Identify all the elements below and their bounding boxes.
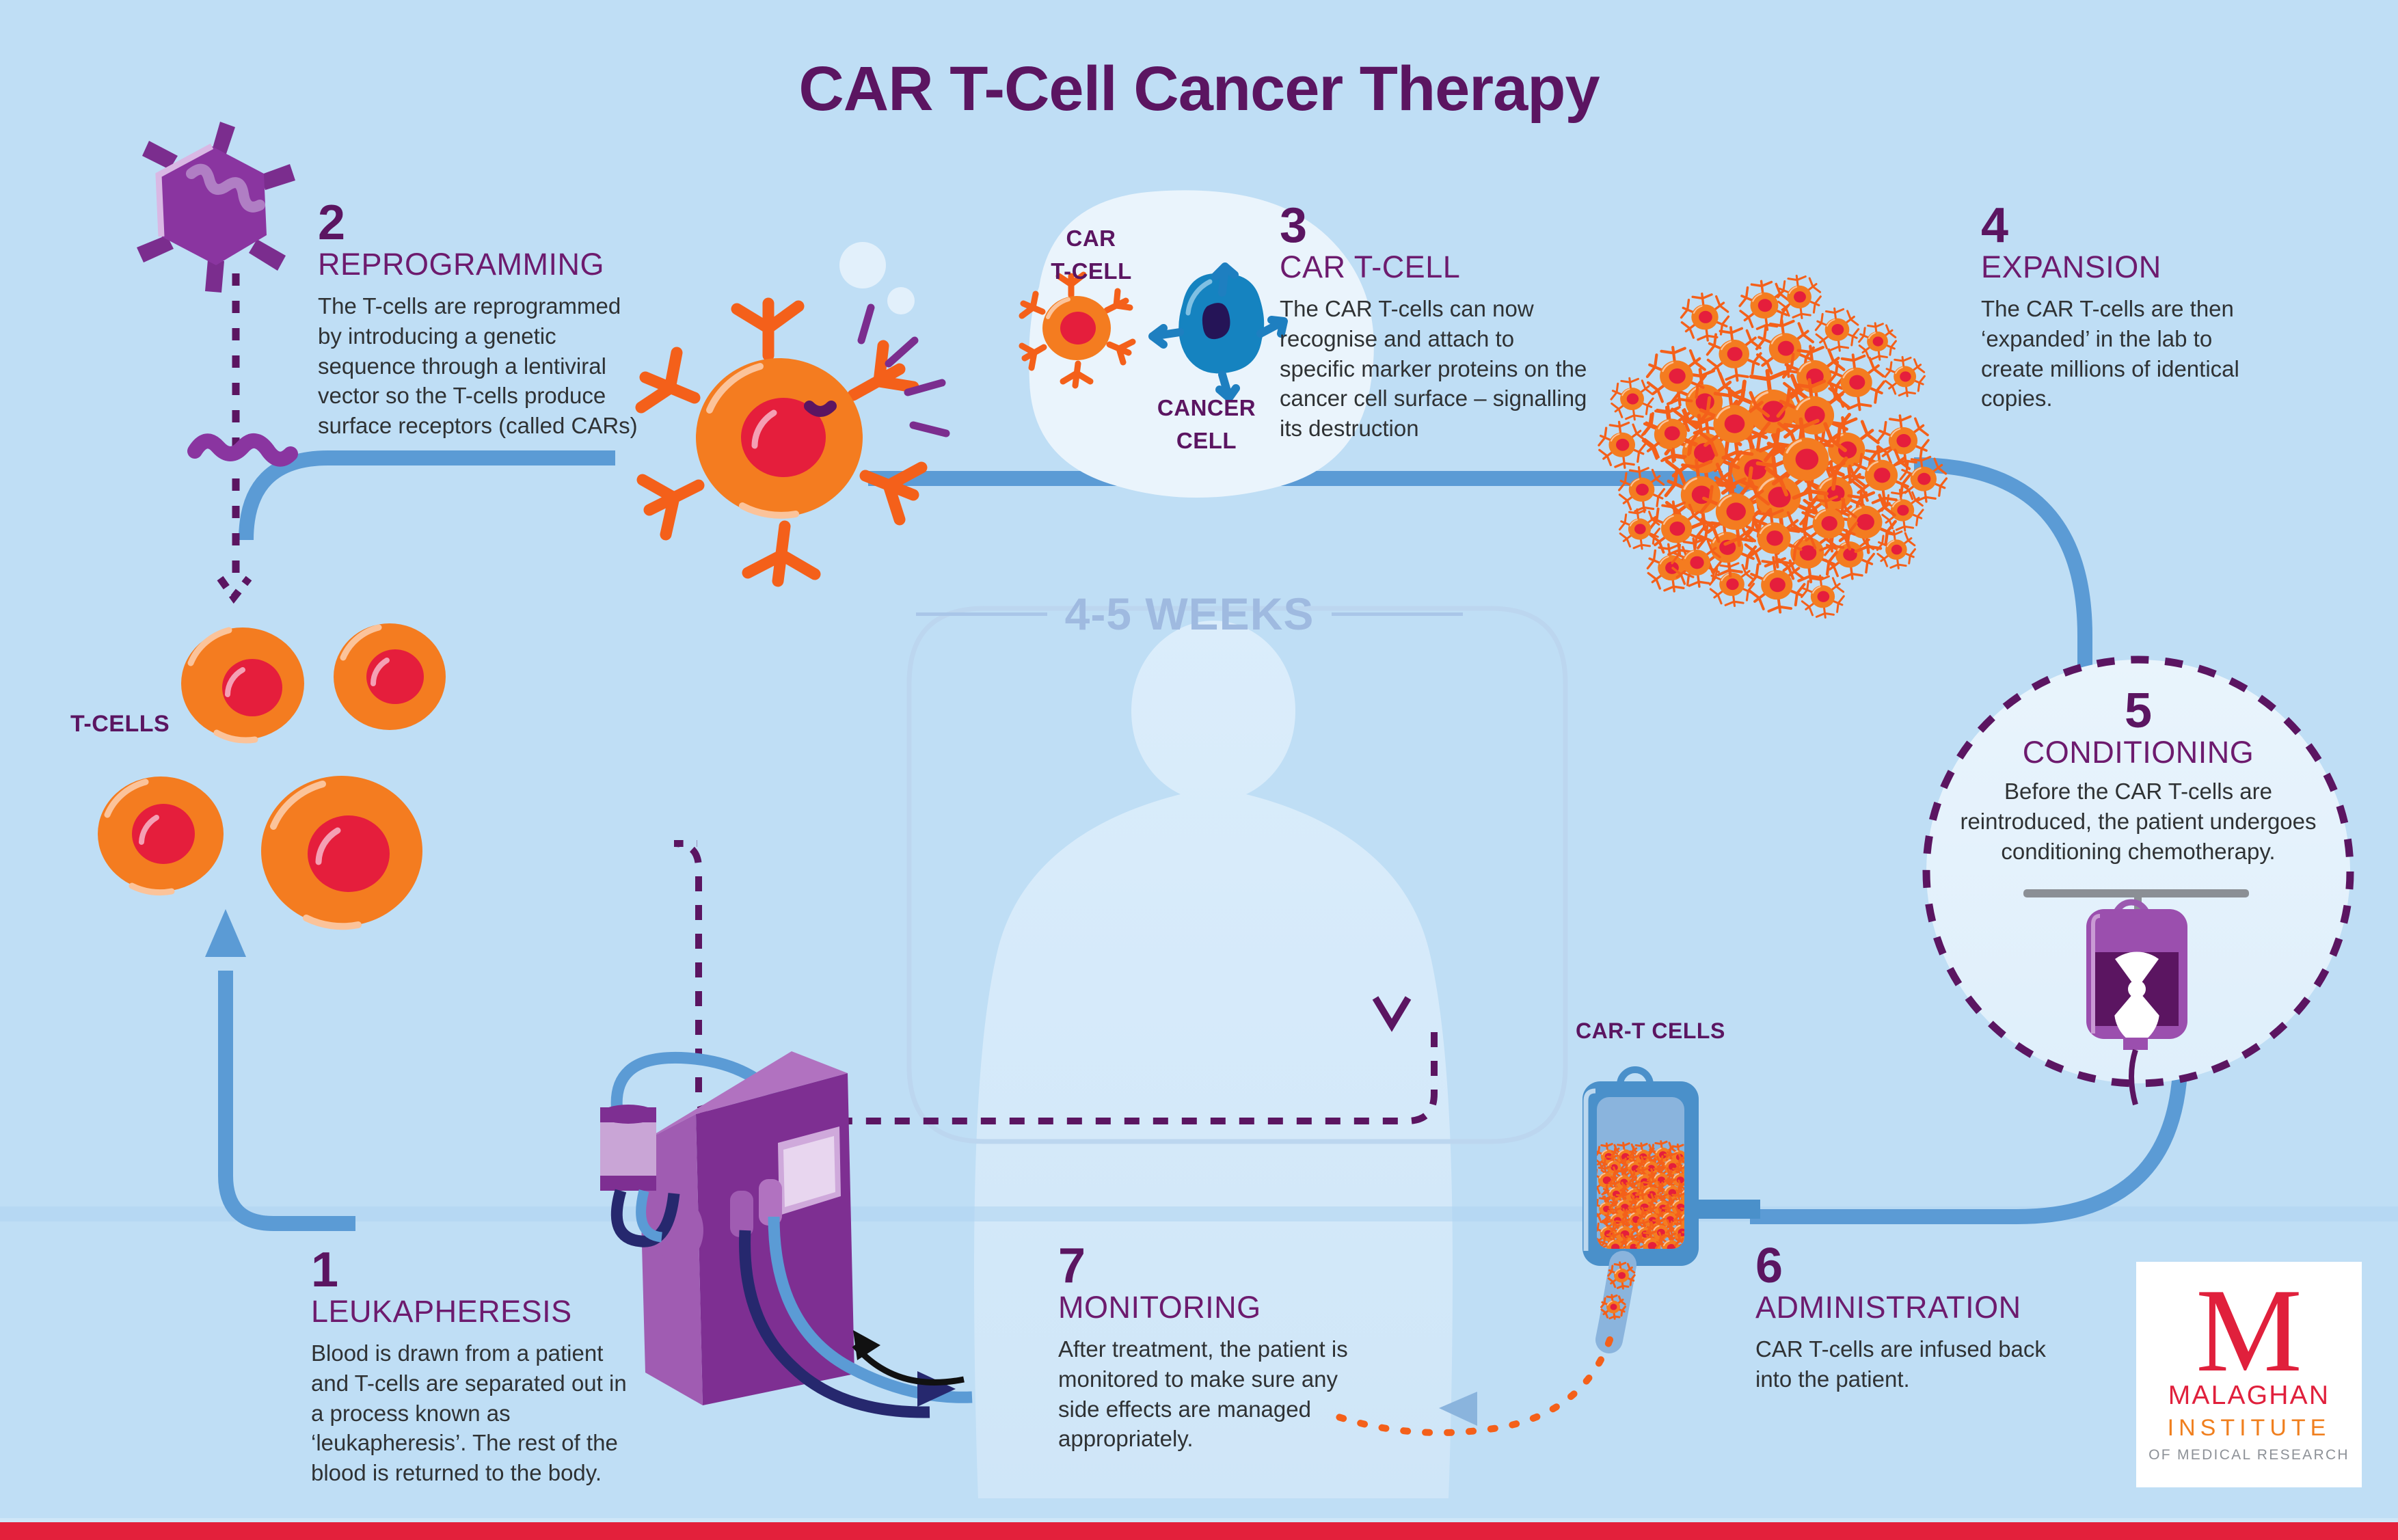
car-t-cell-icon	[1600, 1294, 1626, 1320]
car-t-cell-icon	[1747, 556, 1806, 614]
step-number: 6	[1755, 1239, 1783, 1293]
logo-line-malaghan: MALAGHAN	[2168, 1381, 2330, 1411]
car-t-cell-icon	[1827, 353, 1885, 411]
car-t-cell-icon	[1671, 537, 1722, 588]
virus-hexagon-icon	[137, 122, 295, 293]
step-body: Before the CAR T-cells are reintroduced,…	[1960, 779, 2317, 864]
duration-text: 4-5 WEEKS	[1064, 589, 1315, 639]
iv-bag-hazard-icon	[2086, 899, 2187, 1106]
infused-cells	[1600, 1261, 1636, 1320]
car-t-cell-icon	[1763, 417, 1848, 502]
car-t-cancer-callout	[1019, 190, 1374, 498]
car-t-cell-icon	[1777, 274, 1822, 319]
duration-label: 4-5 WEEKS	[916, 588, 1463, 640]
car-t-cell-icon	[1743, 507, 1805, 569]
expanded-car-t-cells	[1598, 274, 1948, 619]
step-body: CAR T-cells are infused back into the pa…	[1755, 1336, 2046, 1392]
infusion-path	[1333, 1336, 1613, 1436]
step-1-leukapheresis: 1 LEUKAPHERESIS Blood is drawn from a pa…	[311, 1243, 632, 1487]
logo-monogram: M	[2196, 1263, 2302, 1396]
reprogrammed-t-cell	[635, 297, 950, 587]
step-title: EXPANSION	[1981, 249, 2161, 285]
car-t-cell-icon	[1801, 574, 1845, 619]
step-title: ADMINISTRATION	[1755, 1290, 2021, 1325]
car-t-cell-icon	[1876, 414, 1930, 468]
car-t-cell-icon	[1876, 530, 1916, 569]
step-body: After treatment, the patient is monitore…	[1058, 1336, 1348, 1452]
step-number: 4	[1981, 198, 2009, 253]
callout-label-car-t-cell-line2: T-CELL	[1051, 258, 1132, 284]
duration-rule-right	[1332, 612, 1463, 616]
bubble-icon	[887, 287, 915, 314]
step-title: MONITORING	[1058, 1290, 1261, 1325]
car-t-cell-icon	[1618, 466, 1666, 513]
car-t-cell-icon	[1799, 494, 1858, 553]
car-t-cell-icon	[1607, 1261, 1636, 1290]
dna-squiggle-icon	[187, 273, 298, 604]
car-t-cell-icon	[1708, 561, 1755, 608]
logo-line-subtitle: OF MEDICAL RESEARCH	[2148, 1447, 2349, 1463]
label-car-t-cells: CAR-T CELLS	[1576, 1018, 1725, 1043]
callout-label-cancer-cell-line1: CANCER	[1157, 395, 1256, 420]
car-t-cell-icon	[1858, 322, 1897, 361]
step-body: The CAR T-cells are then ‘expanded’ in t…	[1981, 296, 2239, 411]
car-t-cell-icon	[1680, 292, 1730, 342]
flow-arrow-icon	[1913, 457, 2092, 690]
car-t-cell-icon	[1814, 307, 1860, 352]
radiation-trefoil-icon	[2114, 951, 2159, 1047]
step-number: 7	[1058, 1239, 1086, 1293]
flow-arrow-icon	[205, 909, 246, 957]
step-number: 2	[318, 195, 346, 250]
car-t-cell-icon	[1643, 405, 1700, 462]
page-title: CAR T-Cell Cancer Therapy	[798, 54, 1600, 124]
step-number: 3	[1280, 198, 1308, 253]
car-t-cell-icon	[1832, 490, 1897, 554]
car-t-cell-icon	[1884, 355, 1926, 397]
car-t-cell-icon	[1696, 387, 1771, 461]
duration-rule-left	[916, 612, 1047, 616]
label-t-cells: T-CELLS	[70, 711, 170, 737]
callout-label-cancer-cell-line2: CELL	[1176, 428, 1237, 453]
step-title: CAR T-CELL	[1280, 249, 1461, 285]
car-t-cell-icon	[1618, 508, 1661, 550]
step-4-expansion: 4 EXPANSION The CAR T-cells are then ‘ex…	[1981, 198, 2254, 414]
t-cells-cluster	[98, 623, 446, 930]
footer-light-strip	[0, 1518, 2398, 1522]
flow-arrow-icon	[239, 450, 615, 541]
footer-bar	[0, 1522, 2398, 1540]
flow-arrow-icon	[1750, 1052, 2188, 1224]
step-5-conditioning: 5 CONDITIONING Before the CAR T-cells ar…	[1940, 684, 2336, 866]
step-3-car-t-cell: 3 CAR T-CELL The CAR T-cells can now rec…	[1280, 198, 1587, 443]
step-number: 5	[2124, 684, 2153, 738]
step-title: CONDITIONING	[2022, 735, 2254, 770]
car-t-cell-icon	[1881, 489, 1924, 532]
malaghan-institute-logo: M MALAGHAN INSTITUTE OF MEDICAL RESEARCH	[2136, 1262, 2362, 1487]
flow-arrow-icon	[218, 971, 355, 1231]
step-2-reprogramming: 2 REPROGRAMMING The T-cells are reprogra…	[318, 195, 639, 440]
step-body: Blood is drawn from a patient and T-cell…	[311, 1340, 627, 1485]
human-silhouette-icon	[974, 621, 1453, 1498]
car-t-cell-icon	[1610, 377, 1654, 421]
step-body: The T-cells are reprogrammed by introduc…	[318, 293, 638, 438]
step-number: 1	[311, 1243, 339, 1297]
car-t-cell-icon	[1655, 1205, 1684, 1234]
callout-label-car-t-cell-line1: CAR	[1066, 226, 1116, 251]
conditioning-circle	[1922, 656, 2354, 1088]
step-title: LEUKAPHERESIS	[311, 1294, 572, 1329]
apheresis-machine-icon	[600, 1051, 973, 1418]
car-t-cell-icon	[1706, 326, 1762, 382]
blood-bag-icon	[1582, 1066, 1760, 1353]
bubble-icon	[839, 242, 886, 288]
logo-line-institute: INSTITUTE	[2167, 1415, 2331, 1442]
car-t-cell-icon	[1699, 476, 1771, 548]
step-6-administration: 6 ADMINISTRATION CAR T-cells are infused…	[1755, 1239, 2049, 1394]
car-t-cell-icon	[1598, 420, 1647, 469]
car-t-cell-icon	[1645, 345, 1707, 407]
car-t-cell-icon	[1599, 1232, 1631, 1249]
step-7-monitoring: 7 MONITORING After treatment, the patien…	[1058, 1239, 1352, 1454]
step-title: REPROGRAMMING	[318, 247, 605, 282]
step-body: The CAR T-cells can now recognise and at…	[1280, 296, 1587, 441]
